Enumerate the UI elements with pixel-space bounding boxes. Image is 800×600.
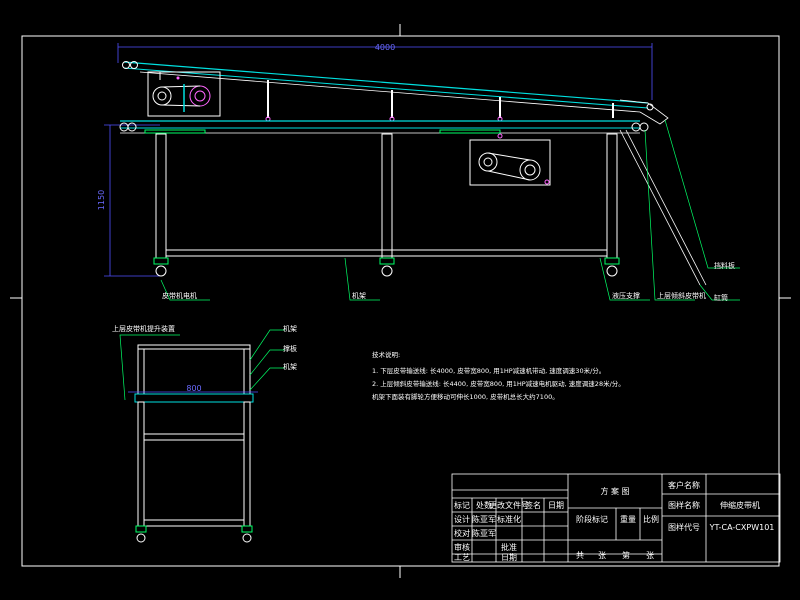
leg-middle bbox=[381, 133, 393, 259]
label-cylinder: 缸筒 bbox=[714, 293, 728, 302]
upper-motor bbox=[189, 85, 211, 107]
svg-text:校对: 校对 bbox=[454, 528, 470, 538]
lower-motor-pulley bbox=[478, 152, 498, 172]
customer-label: 客户名称 bbox=[668, 480, 700, 490]
label-side-c: 机架 bbox=[283, 362, 297, 371]
svg-text:标准化: 标准化 bbox=[497, 514, 521, 524]
project-value: 伸缩皮带机 bbox=[720, 500, 760, 510]
label-guard-plate: 挡料板 bbox=[714, 261, 735, 270]
project-label: 图样名称 bbox=[668, 500, 700, 510]
svg-text:张: 张 bbox=[598, 551, 606, 560]
leader-lines bbox=[160, 119, 740, 301]
label-main-belt-motor: 皮带机电机 bbox=[162, 291, 197, 300]
svg-text:审核: 审核 bbox=[454, 542, 470, 552]
upper-motor-frame bbox=[147, 71, 221, 117]
casters bbox=[153, 257, 620, 277]
svg-text:陈亚军: 陈亚军 bbox=[472, 514, 496, 524]
svg-text:标记: 标记 bbox=[454, 500, 470, 510]
label-side-lift-device: 上层皮带机提升装置 bbox=[112, 324, 175, 333]
notes-title: 技术说明: bbox=[372, 350, 400, 359]
label-hydraulic-support: 液压支撑 bbox=[612, 291, 640, 300]
inclined-belt-top bbox=[123, 61, 649, 104]
inclined-head-roller bbox=[122, 61, 130, 69]
inclined-tail bbox=[619, 99, 669, 125]
length-dimension: 4000 bbox=[375, 43, 395, 52]
code-value: YT-CA-CXPW101 bbox=[709, 523, 775, 532]
notes-line-2: 2. 上层倾斜皮带输送线: 长4400, 皮带宽800, 用1HP减速电机驱动,… bbox=[372, 379, 625, 388]
notes-line-1: 1. 下层皮带输送线: 长4000, 皮带宽800, 用1HP减速机带动, 速度… bbox=[372, 366, 605, 375]
lower-tail-roller bbox=[631, 122, 641, 132]
lower-motor-frame bbox=[469, 139, 551, 186]
svg-text:日期: 日期 bbox=[548, 501, 564, 510]
svg-text:陈亚军: 陈亚军 bbox=[472, 528, 496, 538]
technical-notes: 技术说明: 1. 下层皮带输送线: 长4000, 皮带宽800, 用1HP减速机… bbox=[372, 350, 625, 401]
lower-head-roller bbox=[119, 122, 129, 132]
svg-text:第: 第 bbox=[622, 550, 630, 560]
svg-text:张: 张 bbox=[646, 551, 654, 560]
notes-line-3: 机架下面装有脚轮方便移动可伸长1000, 皮带机总长大约7100。 bbox=[372, 392, 559, 401]
end-view: 800 上层皮带机提升装置 机架 撑板 机架 bbox=[112, 324, 297, 543]
label-lift-belt: 上层倾斜皮带机 bbox=[657, 291, 706, 300]
title-block bbox=[451, 473, 781, 563]
title-block-text: 标记 处数 更改文件号 签名 日期 设计 陈亚军 标准化 校对 陈亚军 审核 批… bbox=[454, 480, 774, 562]
svg-text:日期: 日期 bbox=[501, 553, 517, 562]
hydraulic-strut bbox=[619, 129, 701, 286]
leg-right bbox=[606, 133, 618, 259]
upper-motor-pulley bbox=[152, 86, 172, 106]
svg-text:阶段标记: 阶段标记 bbox=[576, 514, 608, 524]
label-frame: 机架 bbox=[352, 291, 366, 300]
inclined-belt-bottom bbox=[123, 67, 649, 109]
svg-text:处数: 处数 bbox=[476, 500, 492, 510]
drawing-border bbox=[21, 35, 780, 567]
label-side-a: 机架 bbox=[283, 324, 297, 333]
svg-text:设计: 设计 bbox=[454, 514, 470, 524]
svg-text:签名: 签名 bbox=[525, 500, 541, 510]
svg-text:批准: 批准 bbox=[501, 542, 517, 552]
svg-text:重量: 重量 bbox=[620, 514, 636, 524]
svg-text:共: 共 bbox=[576, 551, 584, 560]
height-dimension: 1150 bbox=[97, 190, 106, 210]
code-label: 图样代号 bbox=[668, 522, 700, 532]
label-side-b: 撑板 bbox=[283, 344, 297, 353]
svg-text:比例: 比例 bbox=[643, 514, 659, 524]
leg-left bbox=[155, 133, 167, 259]
side-view: 4000 1150 bbox=[97, 43, 740, 302]
svg-text:工艺: 工艺 bbox=[454, 553, 470, 562]
width-dimension: 800 bbox=[186, 384, 201, 393]
lower-motor bbox=[519, 159, 541, 181]
svg-text:更改文件号: 更改文件号 bbox=[489, 500, 529, 510]
drawing-type: 方 案 图 bbox=[600, 486, 629, 496]
